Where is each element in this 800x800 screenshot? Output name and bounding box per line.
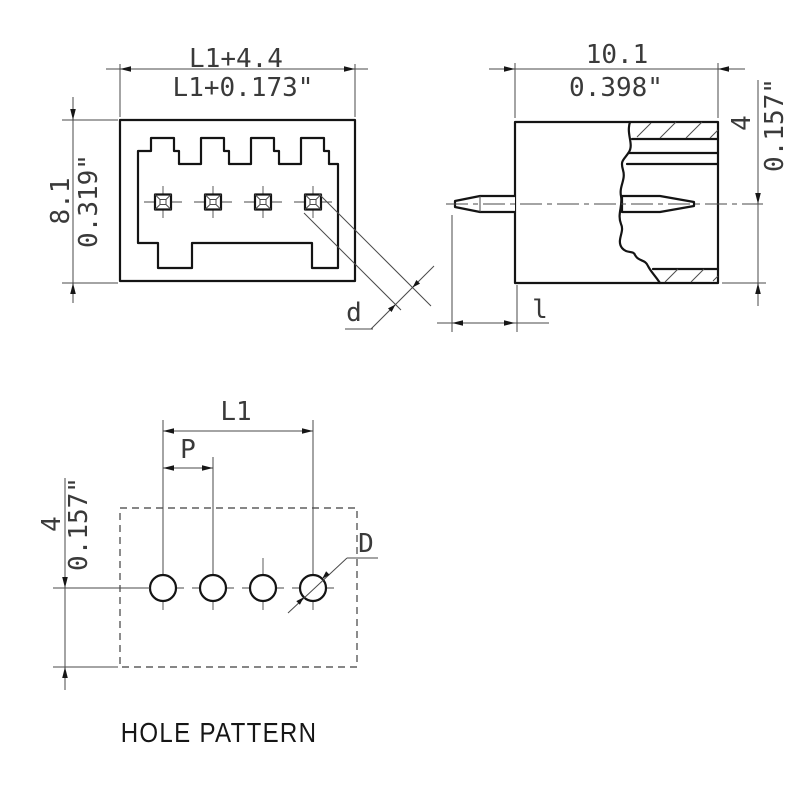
front-width-mm-label: L1+4.4: [189, 44, 283, 74]
pin-length-dimension: [437, 215, 549, 332]
hatch-bottom: [664, 268, 719, 283]
hole-pitch-label: P: [180, 435, 196, 465]
holes: [142, 558, 334, 610]
hole-1: [142, 566, 184, 610]
hole-diameter-label: D: [358, 529, 374, 559]
side-depth-dimension: [489, 63, 745, 118]
pin-contact-1: [144, 186, 182, 218]
pin-contact-4: [294, 186, 332, 218]
hole-pitch-dimension: [163, 465, 213, 471]
side-depth-inch-label: 0.398": [569, 73, 663, 103]
front-inner-profile: [136, 136, 340, 270]
hatch-top: [636, 121, 719, 139]
hole-span-dimension: [163, 428, 313, 434]
side-offset-dimension: [722, 80, 766, 306]
side-depth-mm-label: 10.1: [585, 40, 649, 70]
front-height-dimension: [62, 97, 118, 303]
hole-pattern-view: [53, 420, 378, 690]
front-view: [62, 64, 435, 330]
side-view: [437, 63, 766, 332]
hole-offset-inch-label: 0.157": [64, 477, 94, 571]
hole-span-label: L1: [220, 397, 252, 427]
front-outer-body: [118, 118, 357, 283]
break-line: [618, 120, 662, 285]
front-width-inch-label: L1+0.173": [172, 73, 314, 103]
view-title: HOLE PATTERN: [120, 717, 318, 748]
pin-contacts: [144, 186, 332, 218]
hole-offset-dimension: [53, 478, 150, 690]
pin-contact-3: [244, 186, 282, 218]
front-height-mm-label: 8.1: [46, 177, 76, 225]
hole-3: [242, 558, 284, 610]
front-height-inch-label: 0.319": [74, 154, 104, 248]
pin-contact-2: [194, 186, 232, 218]
hole-diameter-leader: [287, 557, 378, 614]
hole-offset-mm-label: 4: [37, 516, 67, 532]
pin-size-label: d: [346, 298, 362, 328]
side-offset-inch-label: 0.157": [760, 78, 790, 172]
pin-size-dimension: [303, 193, 435, 330]
hole-4: [292, 566, 334, 610]
front-width-dimension: [106, 64, 368, 117]
pin-length-label: l: [532, 295, 548, 325]
side-offset-mm-label: 4: [727, 115, 757, 131]
hole-2: [192, 566, 234, 610]
